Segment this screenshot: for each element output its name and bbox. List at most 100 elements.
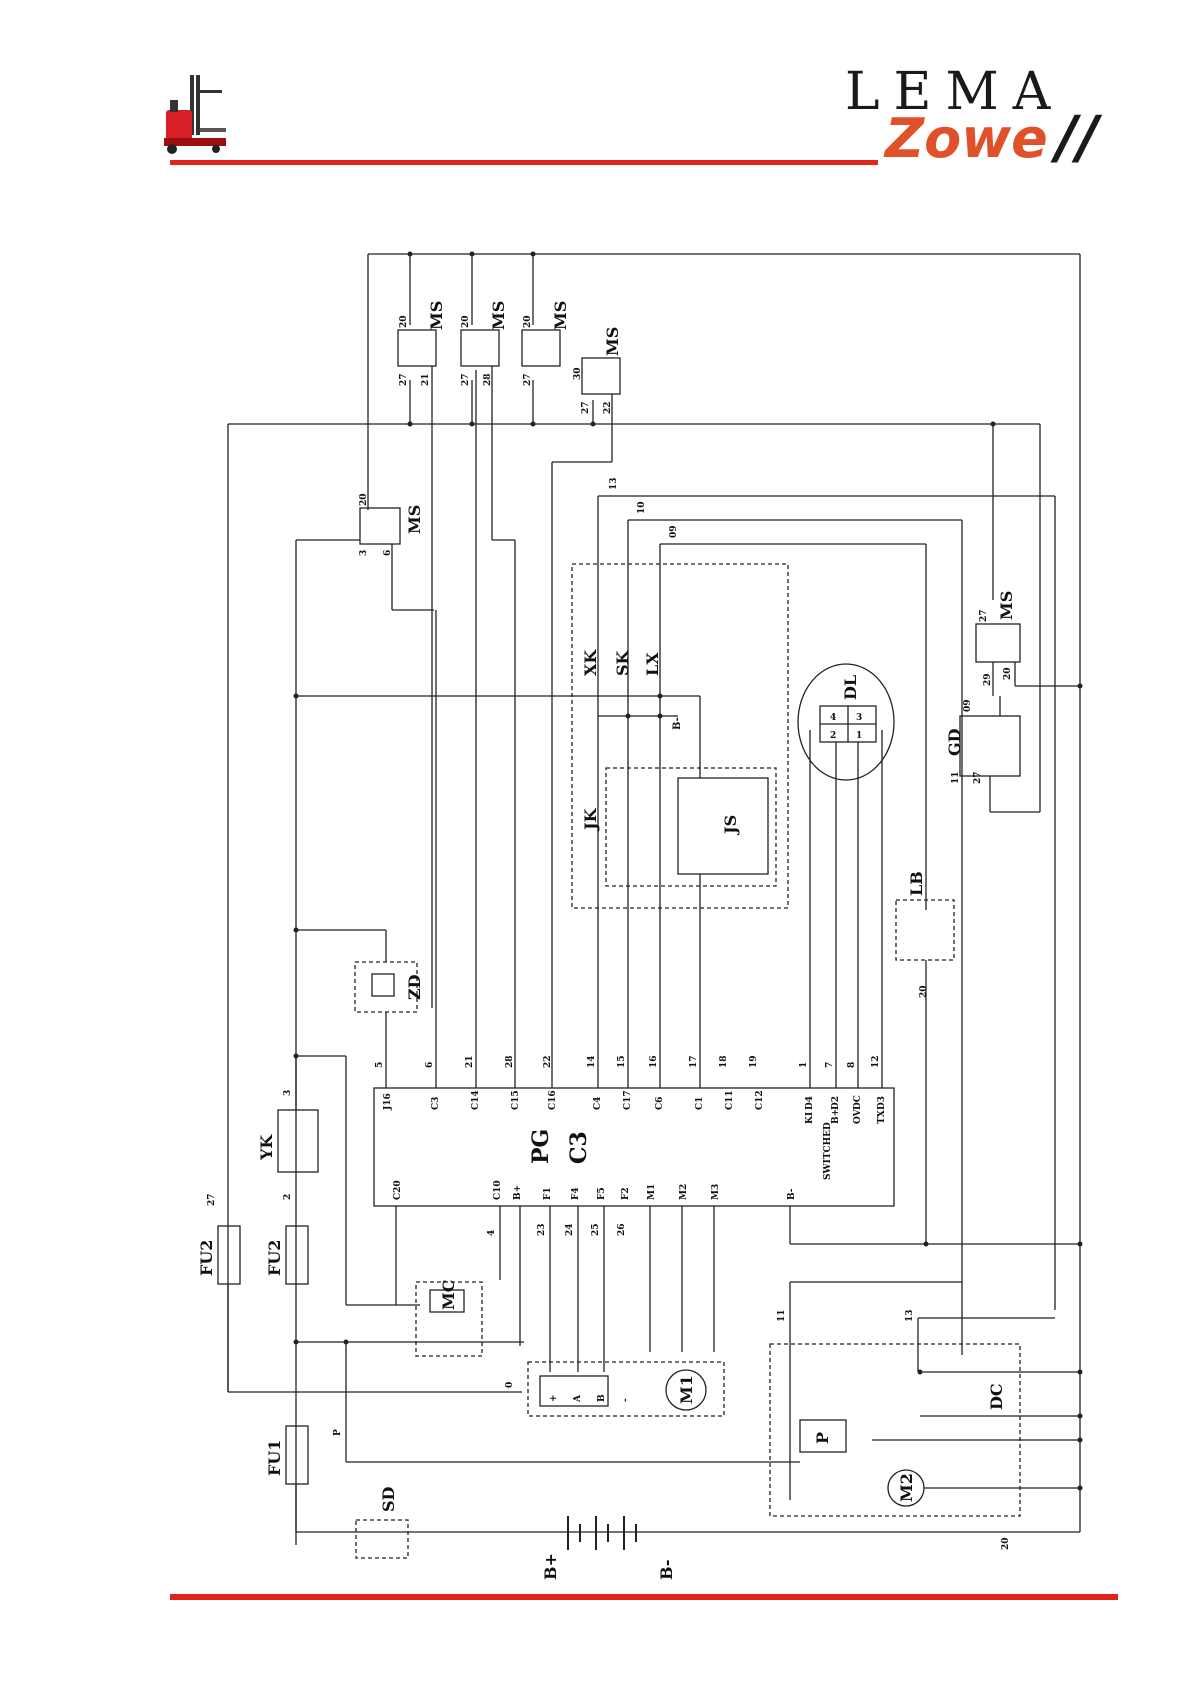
- wire-number: 11: [777, 1309, 787, 1322]
- pg-top-pin: OV: [853, 1108, 863, 1124]
- label-gd: GD: [945, 728, 964, 756]
- wire-number: 12: [871, 1055, 881, 1068]
- wire-number: 13: [609, 477, 619, 490]
- pg-top-pin: J16: [383, 1093, 393, 1111]
- wire-number: 25: [591, 1223, 601, 1236]
- wire-number: 17: [689, 1055, 699, 1068]
- label-ms-top1: MS: [427, 301, 446, 330]
- dl-pin: 1: [856, 731, 862, 741]
- wire-number: 6: [383, 550, 393, 556]
- dl-pin: 4: [830, 713, 836, 723]
- wire-number: 27: [461, 373, 471, 386]
- pg-top-pin: C11: [725, 1090, 735, 1110]
- pg-top-pin: D4: [805, 1096, 815, 1110]
- label-dl: DL: [841, 675, 860, 700]
- wire-number: 27: [207, 1193, 217, 1206]
- wire-number: 6: [425, 1062, 435, 1068]
- label-ms-top2: MS: [489, 301, 508, 330]
- pg-bottom-pin: M1: [647, 1184, 657, 1200]
- pg-top-pin: DC: [853, 1095, 863, 1110]
- wire-number: 13: [905, 1309, 915, 1322]
- wire-number: 20: [1001, 1537, 1011, 1550]
- label-ms-mid: MS: [405, 505, 424, 534]
- wire-number: 27: [581, 401, 591, 414]
- wire-number: 7: [825, 1062, 835, 1068]
- label-xk: XK: [581, 649, 600, 676]
- pg-top-pin: TX: [877, 1110, 887, 1124]
- pg-top-pin: KI: [805, 1112, 815, 1124]
- pg-bottom-pin: M2: [679, 1184, 689, 1200]
- wire-number: 09: [669, 525, 679, 538]
- label-bat-minus-small: B-: [672, 717, 683, 730]
- brand-name-lema: LEMA: [845, 62, 1065, 122]
- wire-number: 19: [749, 1055, 759, 1068]
- controller-label-pg: PG: [528, 1129, 554, 1164]
- label-dc: DC: [987, 1383, 1006, 1410]
- pg-bottom-pin: F5: [597, 1187, 607, 1200]
- label-b-plus: B+: [541, 1553, 560, 1580]
- wire-number: 20: [919, 985, 929, 998]
- m1-pin: A: [573, 1394, 583, 1403]
- pg-top-pin: C1: [695, 1097, 705, 1110]
- forklift-logo-icon: [164, 75, 226, 154]
- wire-number: 20: [461, 315, 471, 328]
- wire-number: 3: [359, 550, 369, 556]
- label-lx: LX: [643, 652, 662, 676]
- wire-number: 26: [617, 1223, 627, 1236]
- label-sk: SK: [613, 649, 632, 676]
- pg-top-pin: C16: [548, 1090, 558, 1110]
- wire-number: 4: [487, 1230, 497, 1236]
- wire-number: 27: [399, 373, 409, 386]
- pg-top-pin: C6: [655, 1097, 665, 1110]
- wire-number: 30: [573, 367, 583, 380]
- pg-top-pin: C4: [593, 1097, 603, 1110]
- wire-number: 27: [979, 609, 989, 622]
- wire-number: 28: [505, 1055, 515, 1068]
- wire-number: P: [333, 1429, 343, 1436]
- wire-number: 22: [603, 401, 613, 414]
- pg-bottom-pin: C20: [393, 1180, 403, 1200]
- wire-number: 5: [375, 1062, 385, 1068]
- footer-divider: [170, 1594, 1118, 1600]
- pg-bottom-pin: F2: [621, 1187, 631, 1200]
- wire-number: 09: [963, 699, 973, 712]
- pg-bottom-pin: F1: [543, 1187, 553, 1200]
- controller-label-c3: C3: [566, 1131, 592, 1164]
- pg-bottom-pin: B+: [513, 1185, 523, 1200]
- brand-name-zowe: Zowe: [885, 107, 1048, 170]
- label-b-minus: B-: [657, 1560, 676, 1580]
- m1-pin: +: [549, 1394, 559, 1402]
- wire-number: 21: [465, 1055, 475, 1068]
- pg-top-pin: C15: [511, 1090, 521, 1110]
- wire-number: 27: [973, 771, 983, 784]
- wire-number: 1: [799, 1062, 809, 1068]
- pg-bottom-pin: M3: [711, 1184, 721, 1200]
- wire-number: 8: [847, 1062, 857, 1068]
- pg-bottom-pin: F4: [571, 1187, 581, 1200]
- wire-number: 27: [523, 373, 533, 386]
- pg-side-text: SWITCHED: [823, 1122, 833, 1180]
- brand-slash-mark: //: [1056, 103, 1099, 171]
- wire-number: 0: [505, 1382, 515, 1388]
- pg-top-pin: C14: [471, 1090, 481, 1110]
- label-zd: ZD: [405, 974, 424, 1000]
- pg-top-pin: C12: [755, 1090, 765, 1110]
- pg-bottom-pin: B-: [787, 1188, 797, 1200]
- label-m2: M2: [897, 1473, 916, 1502]
- wire-number: 29: [983, 673, 993, 686]
- pg-bottom-pin: C10: [493, 1180, 503, 1200]
- wire-number: 10: [637, 501, 647, 514]
- page-header: LEMA Zowe //: [0, 0, 1190, 180]
- label-ms-right: MS: [997, 591, 1016, 620]
- label-mc: MC: [439, 1280, 458, 1310]
- pg-top-pin: C3: [431, 1097, 441, 1110]
- dl-pin: 3: [856, 713, 862, 723]
- pg-top-pin: C17: [623, 1090, 633, 1110]
- wire-number: 18: [719, 1055, 729, 1068]
- label-m1: M1: [677, 1375, 696, 1404]
- label-fu2-b: FU2: [265, 1240, 284, 1276]
- label-fu2-a: FU2: [197, 1240, 216, 1276]
- dl-pin: 2: [830, 731, 836, 741]
- wire-number: 16: [649, 1055, 659, 1068]
- wire-number: 21: [421, 373, 431, 386]
